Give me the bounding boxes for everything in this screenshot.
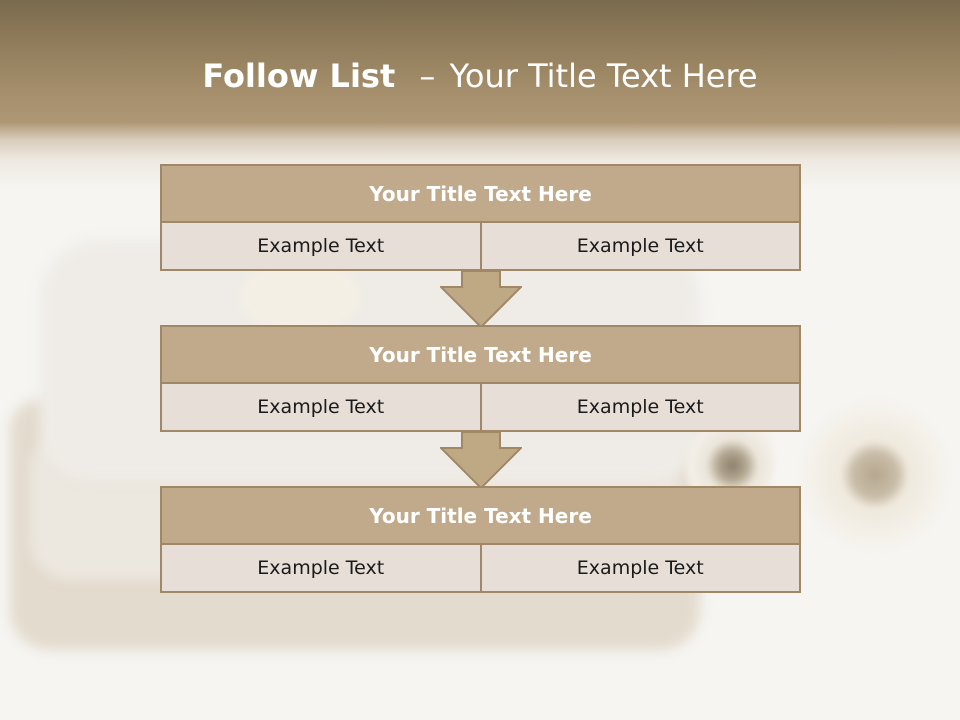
flow-box-cell: Example Text bbox=[479, 545, 799, 591]
flow-box-cell: Example Text bbox=[479, 384, 799, 430]
flow-box-cell: Example Text bbox=[162, 545, 480, 591]
background-flower bbox=[800, 395, 950, 555]
down-arrow-icon bbox=[440, 431, 522, 489]
flow-box-title: Your Title Text Here bbox=[162, 166, 799, 223]
background-flower bbox=[240, 262, 360, 332]
flow-box-cell: Example Text bbox=[162, 384, 480, 430]
slide-title-rest: Your Title Text Here bbox=[449, 57, 758, 95]
flow-box: Your Title Text Here Example Text Exampl… bbox=[160, 325, 801, 432]
flow-box: Your Title Text Here Example Text Exampl… bbox=[160, 486, 801, 593]
flow-box-title: Your Title Text Here bbox=[162, 327, 799, 384]
flow-box-cell: Example Text bbox=[162, 223, 480, 269]
flow-box-cell: Example Text bbox=[479, 223, 799, 269]
down-arrow-icon bbox=[440, 270, 522, 328]
header-band bbox=[0, 0, 960, 190]
slide-title: Follow List – Your Title Text Here bbox=[0, 52, 960, 100]
flow-box-row: Example Text Example Text bbox=[162, 384, 799, 430]
slide-title-bold: Follow List bbox=[202, 57, 396, 95]
flow-box: Your Title Text Here Example Text Exampl… bbox=[160, 164, 801, 271]
slide-title-separator: – bbox=[419, 57, 436, 95]
flow-box-row: Example Text Example Text bbox=[162, 223, 799, 269]
flow-box-title: Your Title Text Here bbox=[162, 488, 799, 545]
flow-box-row: Example Text Example Text bbox=[162, 545, 799, 591]
